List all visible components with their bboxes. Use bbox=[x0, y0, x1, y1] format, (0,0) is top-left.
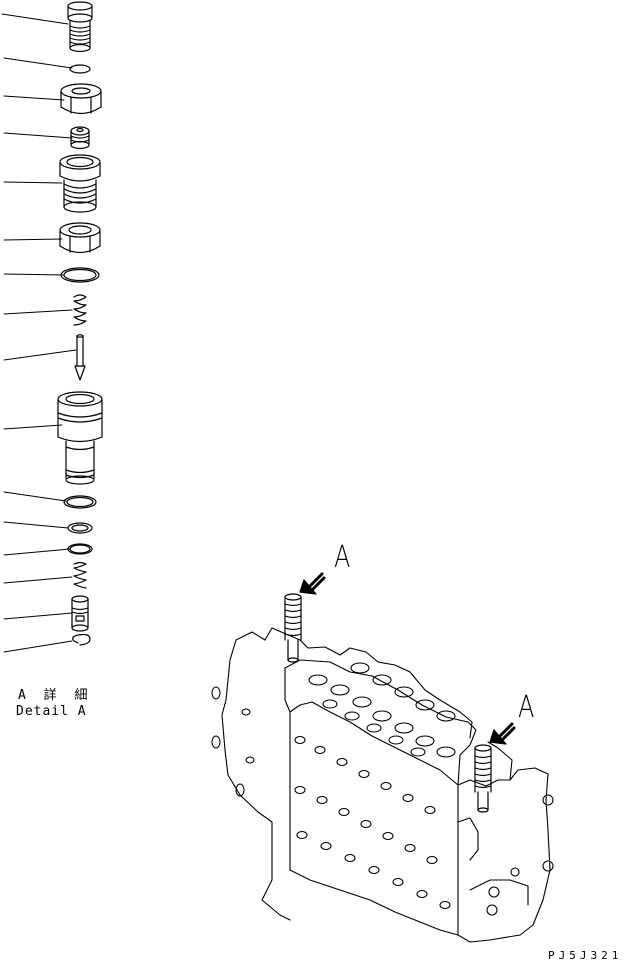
view-arrow-lower bbox=[489, 722, 516, 745]
installed-relief-valve-upper bbox=[284, 593, 302, 663]
spring-icon bbox=[73, 561, 87, 589]
lock-nut-icon bbox=[60, 83, 102, 115]
leader-lines bbox=[1, 13, 77, 653]
leader-line-5 bbox=[3, 181, 63, 184]
leader-line-14 bbox=[3, 576, 73, 584]
valve-body-icon bbox=[57, 391, 103, 485]
installed-relief-valve-lower bbox=[474, 744, 492, 813]
screw-plug-icon bbox=[67, 1, 93, 53]
pin-icon bbox=[74, 334, 86, 381]
leader-line-3 bbox=[3, 95, 65, 101]
leader-line-7 bbox=[3, 273, 65, 276]
view-label-a-upper: A bbox=[334, 540, 351, 575]
valve-housing-right bbox=[457, 767, 551, 943]
large-nut-icon bbox=[59, 222, 101, 254]
leader-line-16 bbox=[3, 640, 73, 653]
leader-line-13 bbox=[3, 548, 71, 556]
leader-line-15 bbox=[3, 612, 73, 620]
leader-line-8 bbox=[3, 309, 73, 315]
leader-line-4 bbox=[3, 132, 73, 139]
leader-line-9 bbox=[3, 349, 77, 361]
small-o-ring-icon bbox=[69, 64, 91, 74]
leader-line-10 bbox=[3, 424, 63, 430]
control-valve-assembly bbox=[211, 627, 554, 943]
valve-side-fittings bbox=[211, 686, 554, 916]
spring-icon bbox=[73, 294, 87, 326]
o-ring-icon bbox=[63, 495, 97, 509]
leader-line-6 bbox=[3, 238, 63, 241]
o-ring-icon bbox=[60, 267, 100, 283]
leader-line-11 bbox=[3, 491, 67, 502]
view-arrow-upper bbox=[299, 572, 326, 595]
detail-title-english: Detail A bbox=[16, 704, 87, 719]
leader-line-12 bbox=[3, 521, 69, 529]
valve-ports bbox=[294, 735, 451, 910]
view-label-a-lower: A bbox=[518, 690, 535, 725]
leader-line-1 bbox=[1, 13, 69, 25]
snap-ring-icon bbox=[72, 633, 91, 646]
poppet-icon bbox=[70, 126, 90, 150]
threaded-sleeve-icon bbox=[59, 154, 101, 213]
valve-top-face bbox=[284, 659, 477, 786]
leader-line-2 bbox=[3, 57, 73, 69]
detail-title-japanese: A 詳 細 bbox=[18, 688, 93, 703]
plunger-icon bbox=[71, 595, 89, 632]
backup-ring-icon bbox=[67, 522, 93, 534]
valve-spool-bosses bbox=[308, 662, 456, 758]
o-ring-icon bbox=[67, 543, 93, 555]
valve-front-face bbox=[289, 701, 459, 936]
valve-housing-left bbox=[229, 627, 473, 739]
drawing-code: PJ5J321 bbox=[548, 949, 623, 962]
